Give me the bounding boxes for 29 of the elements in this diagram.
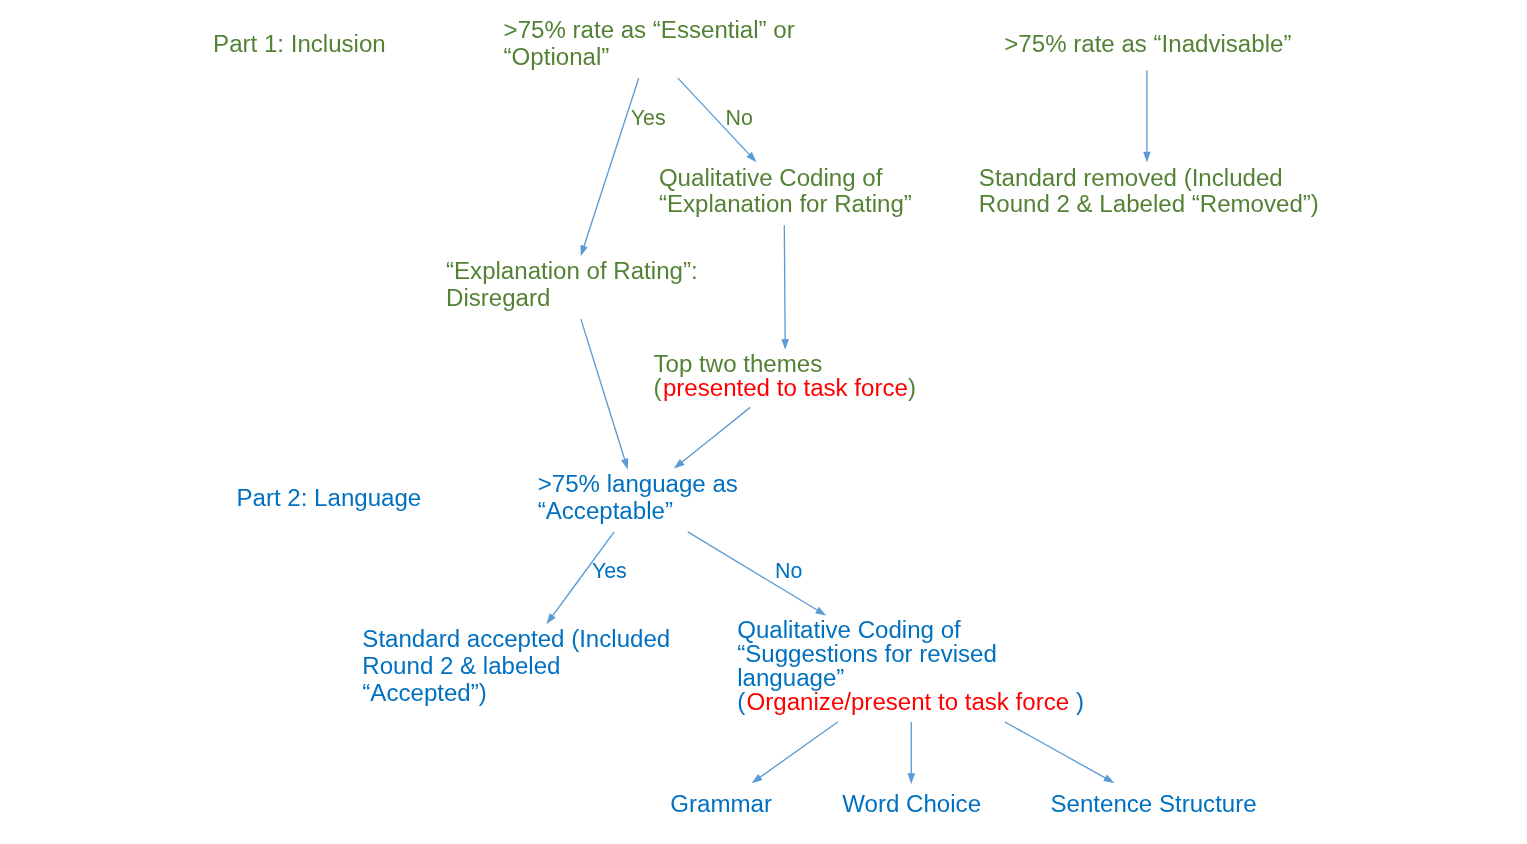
- node-text: Sentence Structure: [1050, 790, 1257, 818]
- arrow: [751, 721, 838, 784]
- arrow: [580, 77, 639, 257]
- arrow: [1003, 721, 1114, 784]
- node-text: >75% rate as “Essential” or “Optional”: [503, 16, 795, 71]
- label: Part 2: Language: [236, 483, 421, 511]
- node-text: >75% rate as “Inadvisable”: [1003, 29, 1291, 57]
- arrow: [676, 77, 756, 163]
- arrow: [686, 531, 826, 616]
- node-text: Word Choice: [841, 790, 981, 818]
- edge-label: No: [725, 105, 753, 130]
- node-text: >75% language as “Acceptable”: [537, 470, 738, 524]
- edge-label: No: [774, 559, 802, 584]
- node-text: Top two themes (presented to task force): [653, 349, 916, 401]
- node-text: Standard removed (Included Round 2 & Labeled “Removed”): [978, 163, 1319, 218]
- arrow: [579, 318, 628, 470]
- arrow: [780, 224, 789, 350]
- edge-label: Yes: [630, 105, 666, 130]
- node-text: Qualitative Coding of “Suggestions for revised language” (Organize/present to task force ): [736, 616, 1084, 716]
- node-text: Qualitative Coding of “Explanation for Rating”: [658, 163, 912, 218]
- node-text: “Explanation of Rating”: Disregard: [445, 257, 698, 312]
- node-text: Grammar: [669, 790, 772, 818]
- arrow: [545, 531, 615, 625]
- arrow: [673, 406, 751, 469]
- arrow: [1142, 69, 1151, 163]
- arrow: [907, 721, 915, 785]
- label: Part 1: Inclusion: [212, 29, 386, 57]
- node-text: Standard accepted (Included Round 2 & labeled “Accepted”): [361, 625, 670, 707]
- edge-label: Yes: [591, 559, 627, 584]
